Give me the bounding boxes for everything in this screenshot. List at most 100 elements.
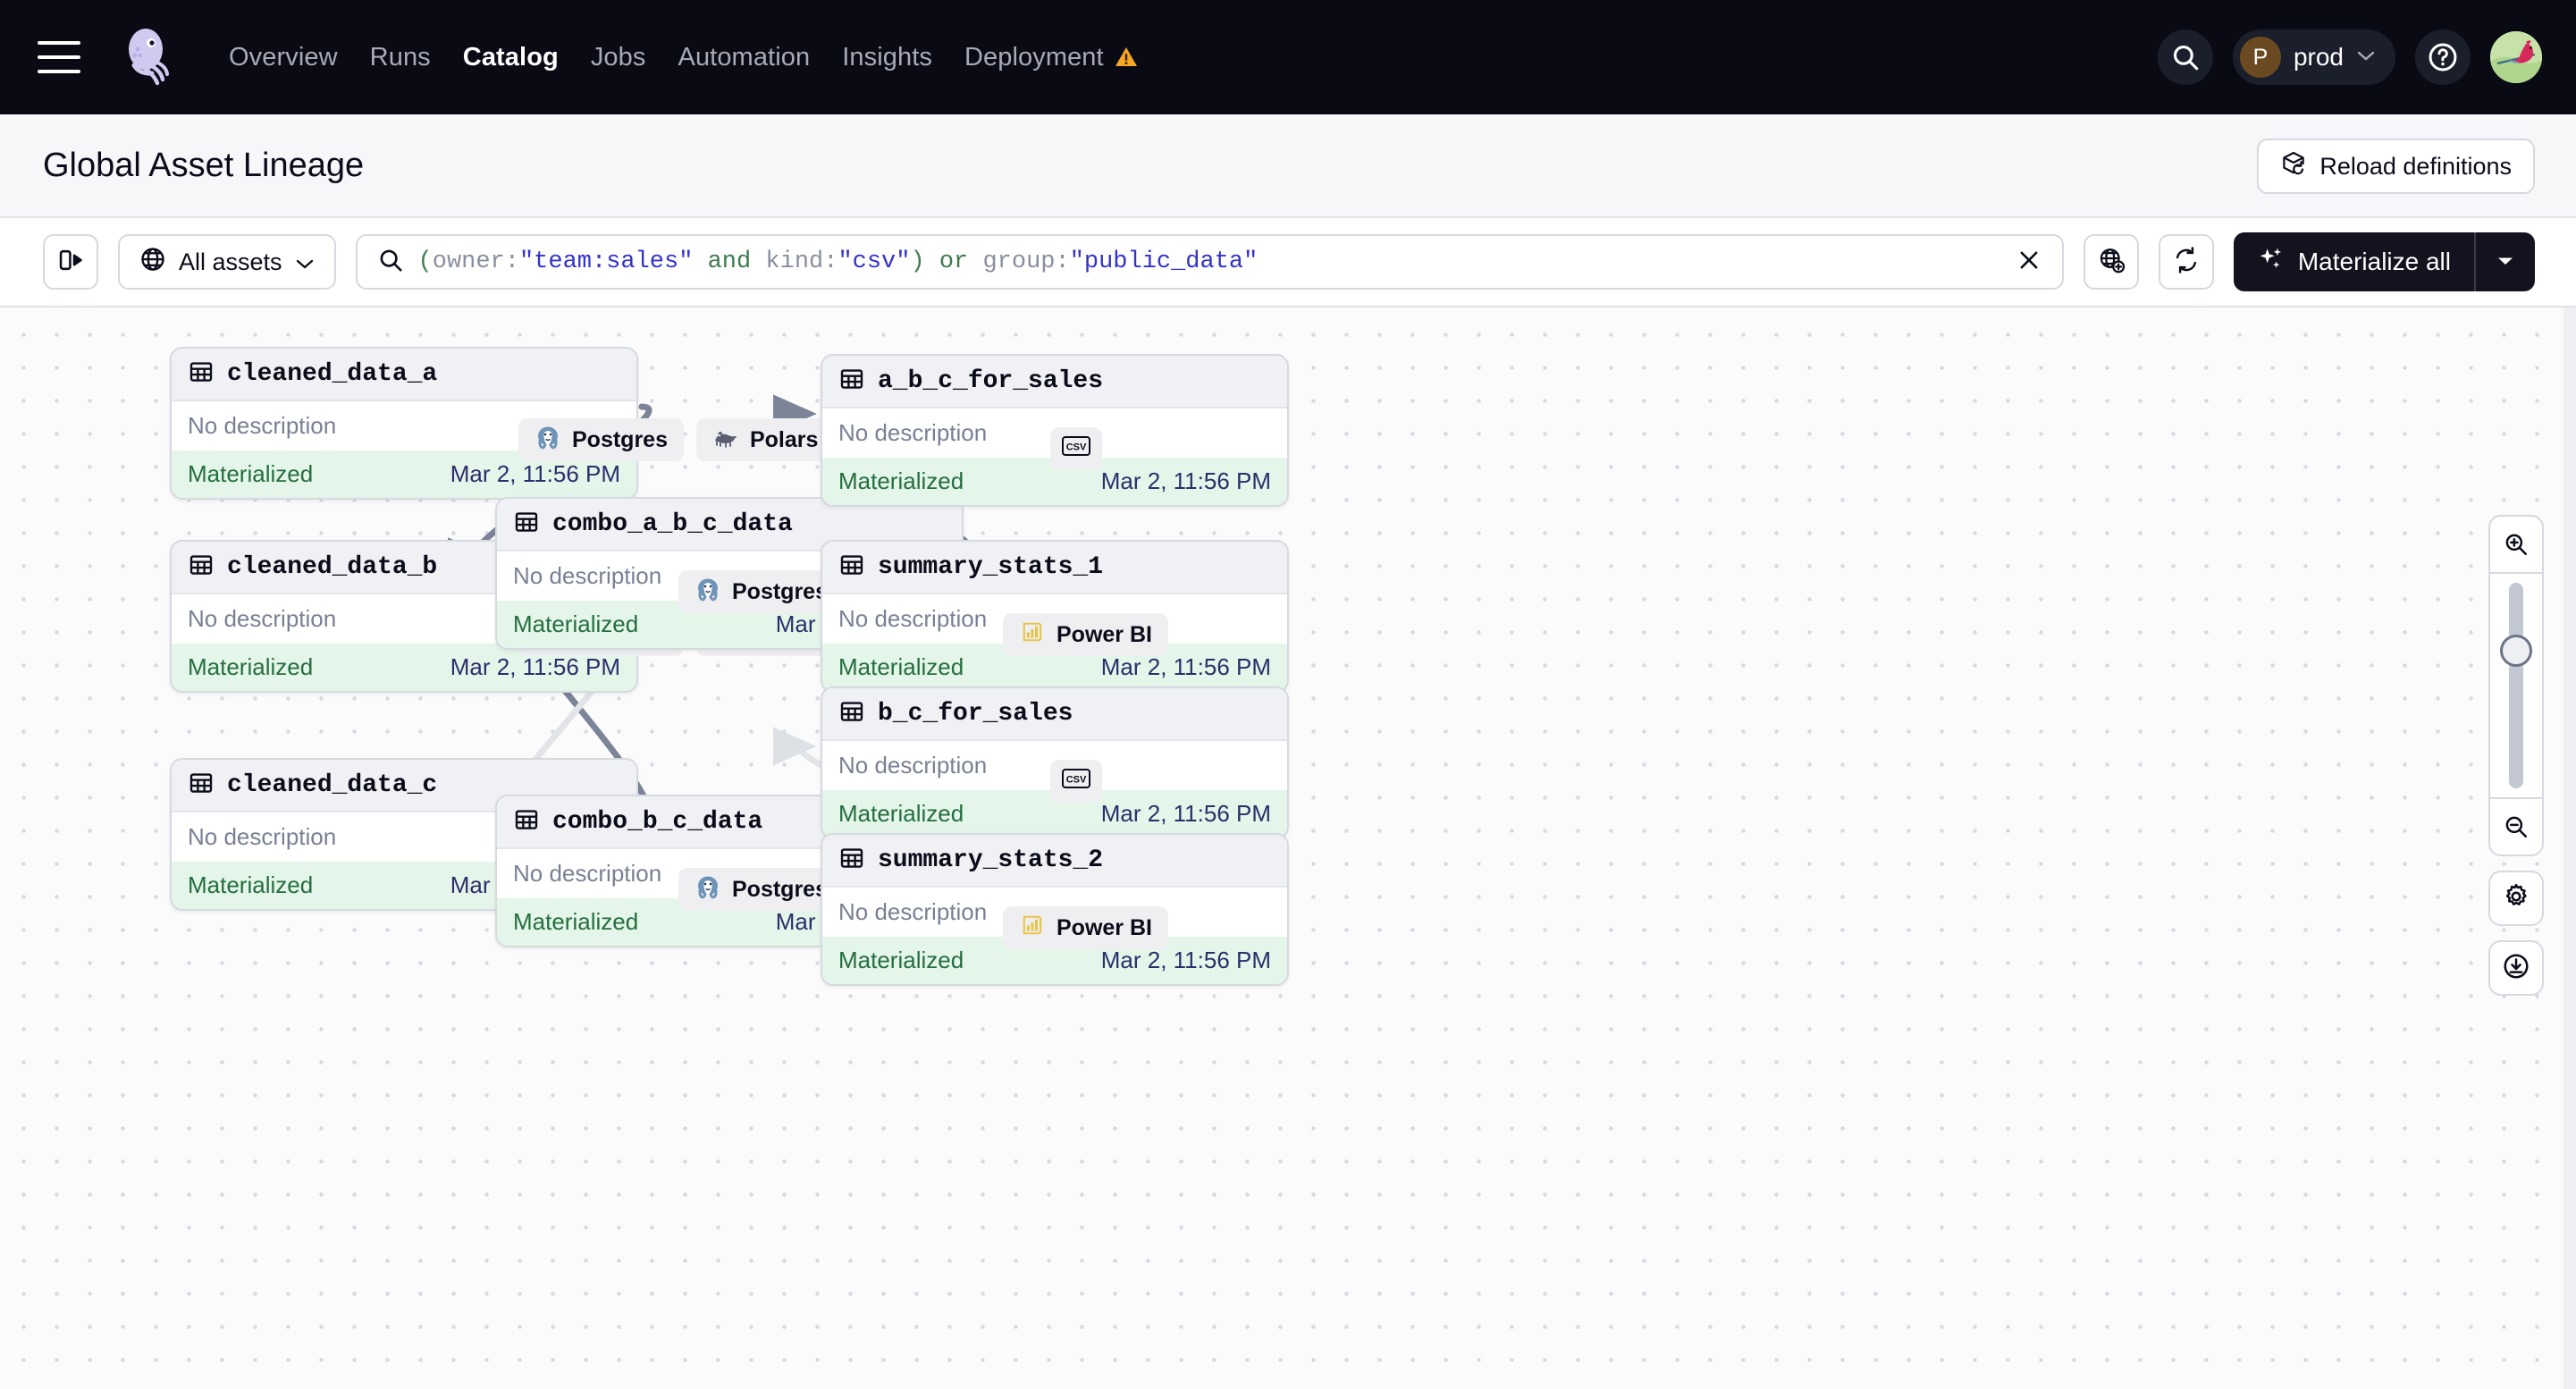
asset-node-header[interactable]: summary_stats_2 <box>822 835 1287 888</box>
search-input[interactable]: (owner:"team:sales" and kind:"csv") or g… <box>418 248 1991 275</box>
kind-tag[interactable]: Postgres <box>678 570 844 613</box>
global-search-button[interactable] <box>2157 29 2213 85</box>
table-icon <box>513 806 540 838</box>
clear-search-button[interactable] <box>2005 238 2053 286</box>
asset-status-label: Materialized <box>188 871 314 898</box>
nav-links: Overview Runs Catalog Jobs Automation In… <box>229 43 1138 72</box>
globe-plus-icon <box>2097 246 2126 279</box>
kind-tag[interactable]: Polars <box>695 418 835 461</box>
materialize-divider <box>2474 232 2476 291</box>
refresh-icon <box>2172 246 2201 279</box>
zoom-out-button[interactable] <box>2490 799 2542 854</box>
add-filter-globe-button[interactable] <box>2083 234 2139 290</box>
kind-tag-label: Postgres <box>572 426 668 452</box>
nav-link-jobs[interactable]: Jobs <box>590 42 646 72</box>
asset-status-timestamp[interactable]: Mar 2, 11:56 PM <box>1100 800 1271 827</box>
asset-node-name: combo_a_b_c_data <box>552 510 793 538</box>
asset-status-timestamp[interactable]: Mar 2, 11:56 PM <box>1100 653 1271 680</box>
kind-tag-label: Power BI <box>1056 914 1152 940</box>
asset-node-name: combo_b_c_data <box>552 808 763 836</box>
asset-node-name: cleaned_data_a <box>227 360 438 388</box>
table-icon <box>513 509 540 540</box>
asset-node-header[interactable]: a_b_c_for_sales <box>822 356 1287 408</box>
asset-node-header[interactable]: summary_stats_1 <box>822 542 1287 594</box>
asset-status-label: Materialized <box>188 653 314 680</box>
user-avatar[interactable] <box>2490 31 2542 83</box>
asset-status-label: Materialized <box>838 467 964 494</box>
asset-node-header[interactable]: b_c_for_sales <box>822 688 1287 741</box>
kind-tag[interactable]: Power BI <box>1003 906 1168 949</box>
kind-tag[interactable]: CSV <box>1050 760 1102 803</box>
nav-link-overview[interactable]: Overview <box>229 42 338 72</box>
chevron-down-icon <box>2356 49 2376 66</box>
sparkles-icon <box>2257 245 2286 280</box>
materialize-all-button[interactable]: Materialize all <box>2233 232 2535 291</box>
top-navigation-bar: Overview Runs Catalog Jobs Automation In… <box>0 0 2576 114</box>
table-icon <box>188 770 215 801</box>
polars-icon <box>712 425 739 455</box>
deployment-label: prod <box>2293 43 2344 71</box>
zoom-in-button[interactable] <box>2490 517 2542 572</box>
kind-tag[interactable]: Postgres <box>678 868 844 911</box>
asset-kind-tags: Postgres <box>678 868 844 911</box>
query-token: "csv" <box>838 248 911 275</box>
asset-kind-tags: Power BI <box>1003 613 1168 656</box>
asset-status-label: Materialized <box>513 610 639 637</box>
nav-link-catalog[interactable]: Catalog <box>462 42 559 72</box>
canvas-scrollbar[interactable] <box>2563 307 2576 1389</box>
kind-tag[interactable]: Power BI <box>1003 613 1168 656</box>
zoom-slider-knob[interactable] <box>2500 635 2532 667</box>
warning-triangle-icon <box>1115 46 1138 68</box>
asset-kind-tags: Postgres Polars <box>518 418 835 461</box>
asset-node-header[interactable]: cleaned_data_a <box>172 349 636 401</box>
lineage-graph-canvas[interactable]: cleaned_data_a No description Materializ… <box>0 307 2576 1389</box>
nav-link-runs[interactable]: Runs <box>369 42 431 72</box>
deployment-selector[interactable]: P prod <box>2232 29 2395 85</box>
kind-tag[interactable]: CSV <box>1050 427 1102 470</box>
search-icon <box>377 247 404 278</box>
kind-tag[interactable]: Postgres <box>518 418 684 461</box>
dagster-logo[interactable] <box>116 26 179 88</box>
svg-text:CSV: CSV <box>1066 442 1087 452</box>
download-graph-button[interactable] <box>2488 940 2544 996</box>
query-token: owner: <box>432 248 519 275</box>
nav-link-deployment-wrap[interactable]: Deployment <box>964 43 1138 72</box>
reload-definitions-icon <box>2280 150 2307 183</box>
close-icon <box>2016 248 2041 277</box>
asset-kind-tags: Postgres <box>678 570 844 613</box>
refresh-button[interactable] <box>2158 234 2214 290</box>
zoom-divider-top <box>2490 572 2542 574</box>
kind-tag-label: Postgres <box>732 578 828 604</box>
help-button[interactable] <box>2415 29 2471 85</box>
chevron-down-icon <box>295 248 315 276</box>
lineage-toolbar: All assets (owner:"team:sales" and kind:… <box>0 218 2576 307</box>
expand-sidebar-button[interactable] <box>43 234 98 290</box>
asset-status-label: Materialized <box>838 800 964 827</box>
query-token: "public_data" <box>1069 248 1259 275</box>
asset-kind-tags: CSV <box>1050 760 1102 803</box>
csv-icon: CSV <box>1061 434 1091 465</box>
query-token: ) <box>910 248 925 275</box>
asset-status-timestamp[interactable]: Mar 2, 11:56 PM <box>1100 947 1271 973</box>
asset-status-timestamp[interactable]: Mar 2, 11:56 PM <box>1100 467 1271 494</box>
nav-link-deployment[interactable]: Deployment <box>964 42 1104 72</box>
nav-link-automation[interactable]: Automation <box>678 42 811 72</box>
asset-status-label: Materialized <box>188 460 314 487</box>
asset-status-timestamp[interactable]: Mar 2, 11:56 PM <box>450 653 620 680</box>
asset-node[interactable]: summary_stats_2 No description Materiali… <box>821 833 1289 986</box>
nav-link-insights[interactable]: Insights <box>842 42 932 72</box>
reload-definitions-button[interactable]: Reload definitions <box>2257 139 2535 194</box>
hamburger-icon[interactable] <box>38 41 80 73</box>
graph-settings-button[interactable] <box>2488 871 2544 926</box>
asset-node-status: Materialized Mar 2, 11:56 PM <box>172 450 636 498</box>
deployment-initial: P <box>2239 37 2281 78</box>
materialize-all-main[interactable]: Materialize all <box>2234 245 2474 280</box>
zoom-slider[interactable] <box>2490 574 2542 797</box>
asset-scope-selector[interactable]: All assets <box>118 234 336 290</box>
asset-search-box[interactable]: (owner:"team:sales" and kind:"csv") or g… <box>355 234 2064 290</box>
asset-status-timestamp[interactable]: Mar 2, 11:56 PM <box>450 460 620 487</box>
asset-node[interactable]: cleaned_data_a No description Materializ… <box>170 347 638 500</box>
csv-icon: CSV <box>1061 766 1091 797</box>
materialize-options-button[interactable] <box>2476 254 2535 271</box>
